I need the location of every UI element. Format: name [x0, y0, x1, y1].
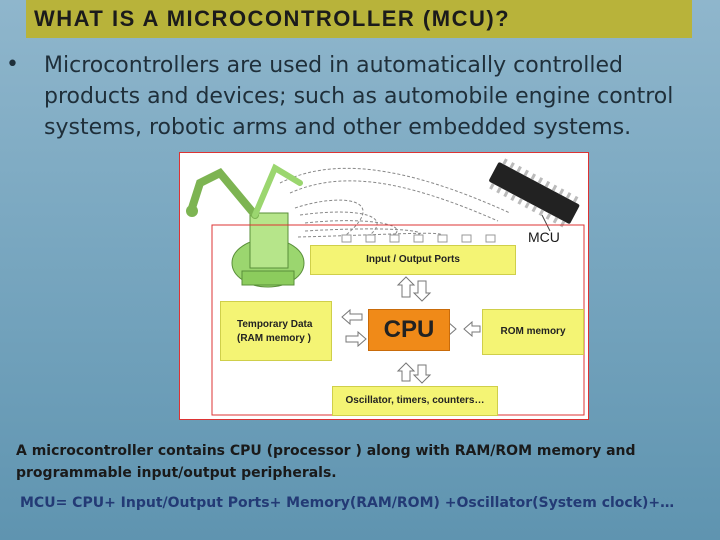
- ram-memory-box: Temporary Data (RAM memory ): [220, 301, 332, 361]
- port-pins: [341, 234, 496, 243]
- cpu-box: CPU: [368, 309, 450, 351]
- mcu-chip-illustration: [489, 158, 580, 232]
- cpu-label: CPU: [383, 316, 435, 343]
- ram-arrows: [341, 308, 367, 348]
- robot-arm-illustration: [186, 163, 305, 288]
- ram-label-line2: (RAM memory ): [237, 333, 311, 344]
- signal-wires: [279, 167, 511, 238]
- bullet-marker: •: [6, 52, 19, 77]
- description-text: A microcontroller contains CPU (processo…: [16, 443, 636, 481]
- oscillator-box: Oscillator, timers, counters…: [332, 386, 498, 416]
- formula-text: MCU= CPU+ Input/Output Ports+ Memory(RAM…: [20, 495, 675, 511]
- io-ports-label: Input / Output Ports: [366, 254, 460, 265]
- mcu-block-diagram: MCU Input / Output Ports Temporary Data …: [179, 152, 589, 420]
- diagram-graphics: [186, 158, 585, 416]
- ram-label-line1: Temporary Data: [237, 319, 313, 330]
- bullet-text: Microcontrollers are used in automatical…: [44, 53, 674, 140]
- mcu-label: MCU: [528, 229, 560, 245]
- io-ports-box: Input / Output Ports: [310, 245, 516, 275]
- oscillator-arrows: [396, 362, 432, 384]
- rom-label: ROM memory: [500, 326, 566, 337]
- title-bar: WHAT IS A MICROCONTROLLER (MCU)?: [26, 0, 692, 38]
- rom-memory-box: ROM memory: [482, 309, 584, 355]
- slide-title: WHAT IS A MICROCONTROLLER (MCU)?: [34, 6, 511, 31]
- oscillator-label: Oscillator, timers, counters…: [345, 395, 485, 406]
- io-arrows: [396, 276, 432, 302]
